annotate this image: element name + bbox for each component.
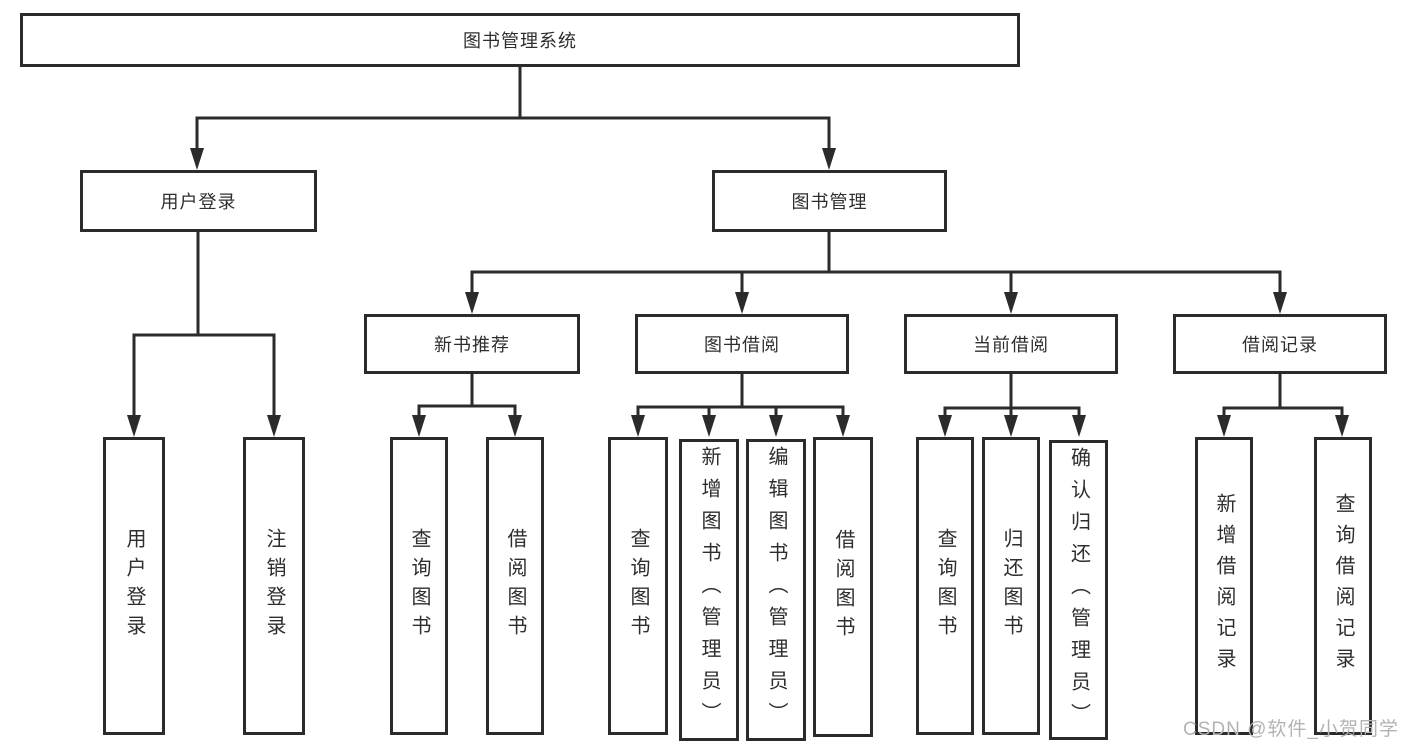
- node-user-login: 用户登录: [80, 170, 317, 232]
- leaf-borrow-borrow-books: 借阅图书: [813, 437, 873, 737]
- watermark: CSDN @软件_小贺同学: [1183, 719, 1399, 740]
- node-book-management: 图书管理: [712, 170, 947, 232]
- leaf-records-query-record: 查询借阅记录: [1314, 437, 1372, 735]
- node-borrow-records: 借阅记录: [1173, 314, 1387, 374]
- leaf-current-return-books: 归还图书: [982, 437, 1040, 735]
- node-root: 图书管理系统: [20, 13, 1020, 67]
- leaf-recommend-borrow-books: 借阅图书: [486, 437, 544, 735]
- leaf-user-login: 用户登录: [103, 437, 165, 735]
- leaf-current-confirm-return-admin: 确认归还（管理员）: [1049, 440, 1108, 740]
- leaf-recommend-query-books: 查询图书: [390, 437, 448, 735]
- leaf-current-query-books: 查询图书: [916, 437, 974, 735]
- leaf-records-add-record: 新增借阅记录: [1195, 437, 1253, 735]
- node-new-book-recommend: 新书推荐: [364, 314, 580, 374]
- node-current-borrow: 当前借阅: [904, 314, 1118, 374]
- leaf-logout: 注销登录: [243, 437, 305, 735]
- leaf-borrow-query-books: 查询图书: [608, 437, 668, 735]
- leaf-borrow-edit-books-admin: 编辑图书（管理员）: [746, 439, 806, 741]
- leaf-borrow-add-books-admin: 新增图书（管理员）: [679, 439, 739, 741]
- node-book-borrow: 图书借阅: [635, 314, 849, 374]
